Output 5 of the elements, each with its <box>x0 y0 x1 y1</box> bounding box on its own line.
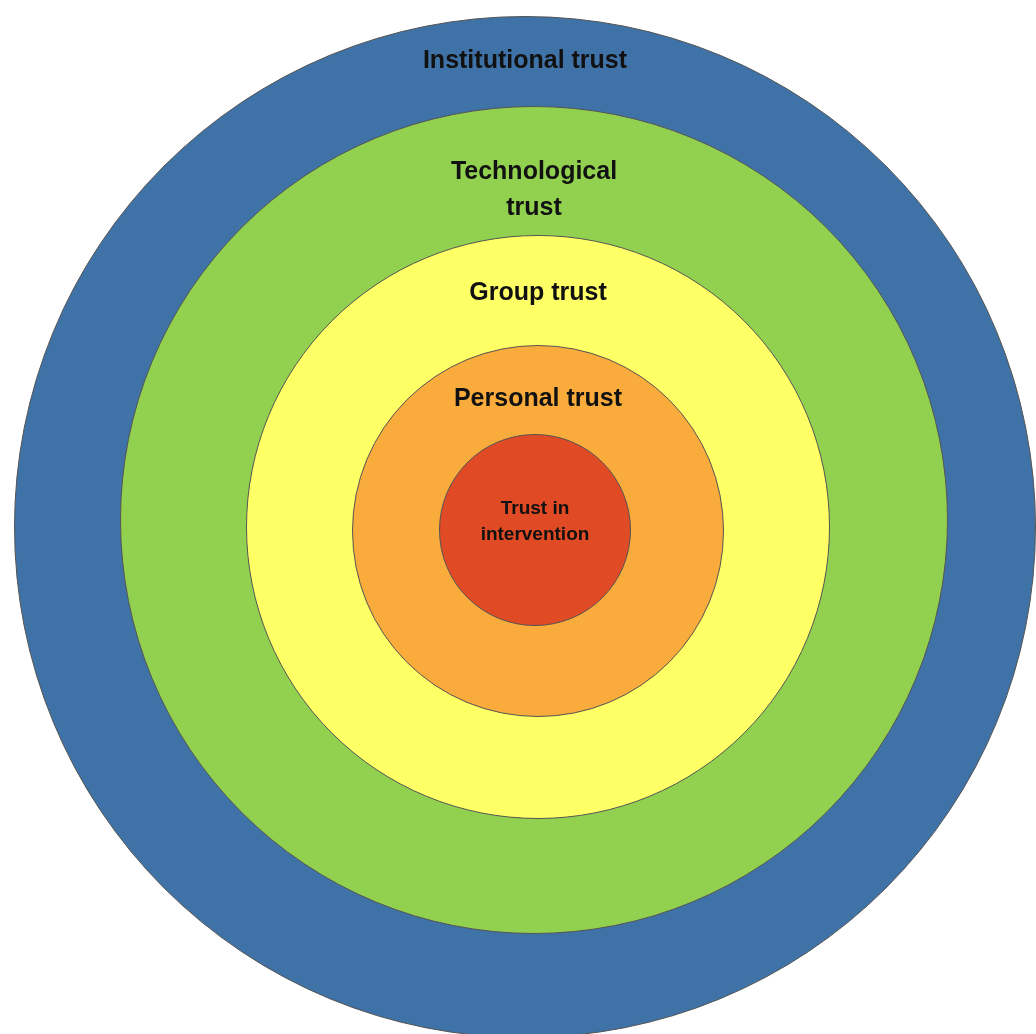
layer-label: Group trust <box>468 276 608 307</box>
layer-label: Technological trust <box>449 155 619 223</box>
layer-label: Personal trust <box>452 382 624 413</box>
layer-label: Trust in intervention <box>479 496 591 546</box>
layer-label: Institutional trust <box>421 44 629 75</box>
